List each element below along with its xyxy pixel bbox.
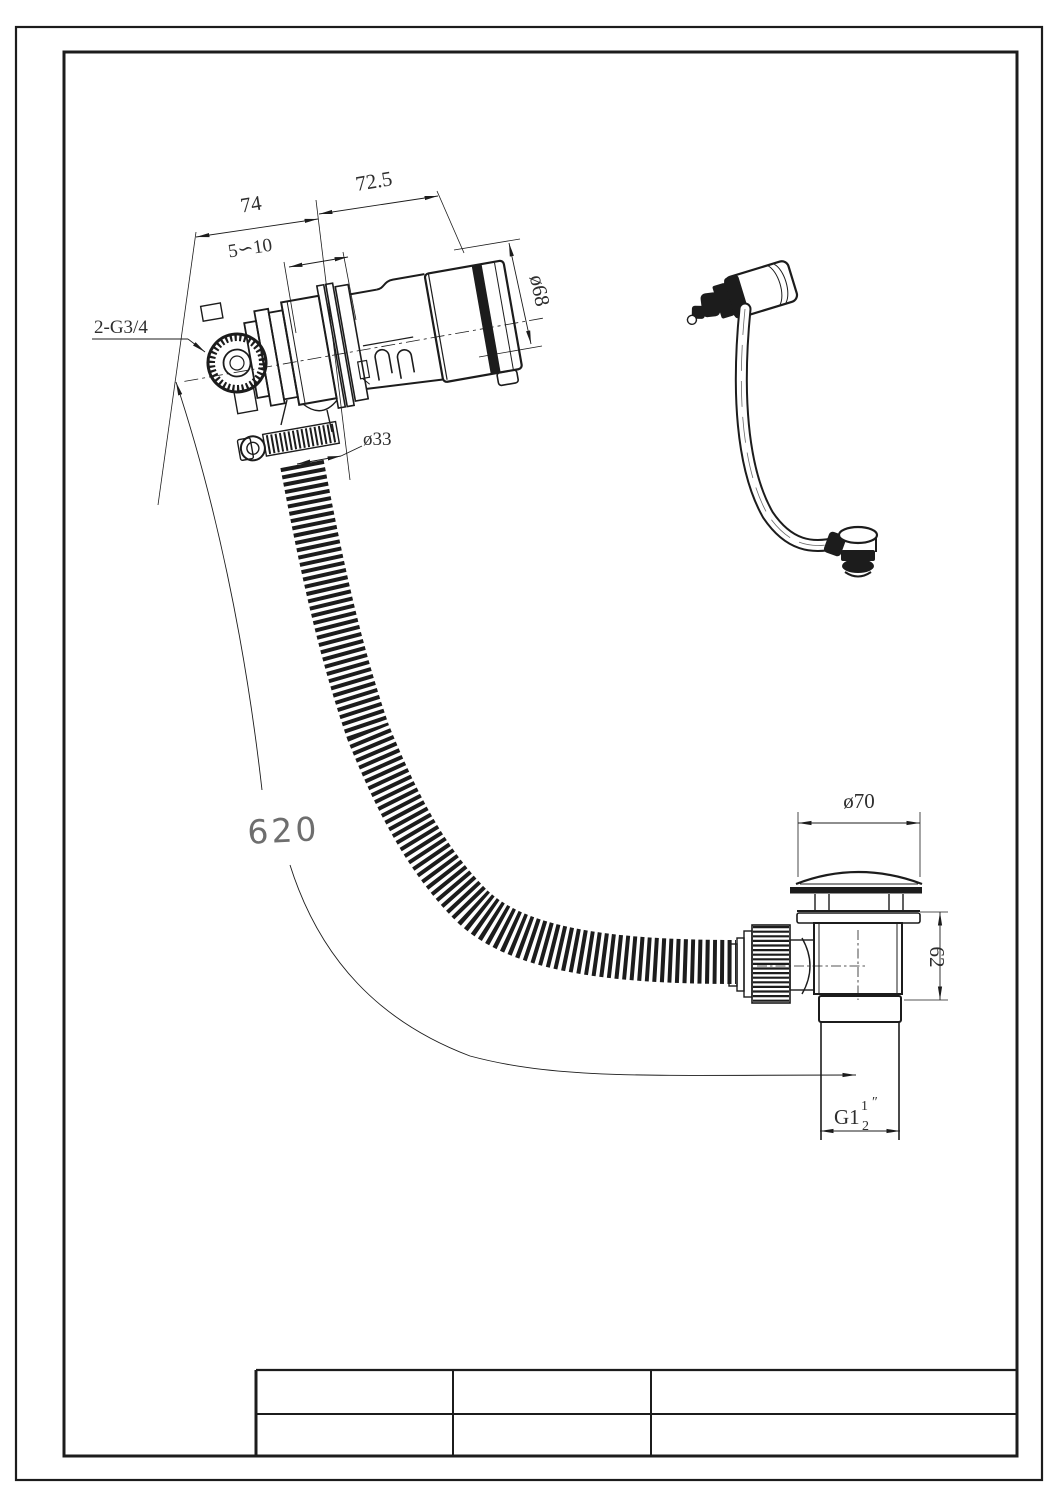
overflow-nut-inner: [222, 348, 252, 378]
iso-tube-inner: [736, 304, 842, 550]
cylinder-tab: [496, 369, 519, 387]
tail-ring: [818, 995, 902, 1023]
dim-gap-text: 5∽10: [227, 235, 274, 263]
inlet-connector: [789, 939, 815, 991]
iso-waste-top: [837, 525, 879, 545]
dim-620-text: 620: [246, 809, 320, 852]
dim-68-text: ø68: [525, 273, 555, 309]
waste-cap-flange: [790, 887, 922, 894]
corrugated-hose: [280, 459, 737, 984]
flange-plate-3: [267, 309, 299, 401]
iso-waste-bottom-rim: [844, 571, 872, 578]
inlet-connector-arc: [801, 937, 811, 995]
inlet-cap-1: [743, 930, 753, 998]
title-block: [254, 1368, 1016, 1456]
cylinder-end-line: [494, 262, 514, 370]
leader-arrow: [187, 338, 206, 353]
iso-tube-highlight: [740, 308, 838, 546]
dim-33-text: ø33: [363, 429, 392, 450]
dimensions: 74 72.5 5∽10 2-G3/4 ø68 ø33 620 ø70: [92, 166, 949, 1134]
ext-68-bottom: [478, 345, 543, 358]
overflow-nut-outer: [206, 332, 268, 394]
clamp-band-hatch: [265, 423, 338, 455]
hose-clamp: [236, 420, 341, 462]
hose-end-collar: [728, 943, 738, 987]
iso-tube-outer: [734, 302, 844, 552]
dim-72-text: 72.5: [354, 166, 394, 196]
label-overflow-thread: 2-G3/4: [94, 317, 148, 338]
hose-transition: [280, 399, 333, 433]
overflow-nut-bore: [229, 355, 245, 371]
outer-border: [14, 25, 1044, 1482]
dim-620-curve-upper: [175, 381, 263, 791]
seal-flange-3: [334, 283, 370, 402]
iso-head-end-curves: [767, 263, 789, 306]
clamp-screw-slot: [246, 441, 260, 456]
inner-border: [62, 50, 1019, 1458]
cylinder-dark-band: [471, 264, 501, 375]
sheet-frame: [14, 25, 1044, 1482]
dim-74-text: 74: [239, 191, 264, 218]
iso-waste-band: [841, 550, 875, 561]
fixing-screw-tip: [362, 378, 371, 385]
dim-thread-prefix: G1: [834, 1105, 860, 1129]
mid-bottom-edge: [366, 378, 444, 390]
dim-gap-line: [288, 256, 349, 268]
iso-waste: [823, 525, 879, 578]
ext-74-right: [315, 199, 351, 481]
body-cylinder: [423, 259, 523, 383]
taper-line-right: [326, 409, 333, 433]
dim-74-line: [195, 218, 319, 238]
mid-step-curve: [376, 273, 425, 291]
cup-inner-line: [286, 301, 306, 404]
inlet-cap-2: [736, 937, 745, 992]
dim-33-leader: [340, 445, 363, 457]
mid-top-edge: [349, 288, 377, 296]
overflow-assembly: [184, 259, 545, 415]
ext-72-right: [436, 190, 465, 254]
isometric-view: [686, 260, 879, 578]
iso-head-nub-cap: [686, 314, 698, 326]
ext-68-top: [453, 238, 521, 251]
fixing-screw: [356, 359, 371, 380]
clamp-screw-head: [239, 435, 266, 462]
dim-620-curve-lower: [289, 864, 857, 1078]
iso-head-neck: [712, 283, 734, 319]
dim-62-text: 62: [925, 947, 949, 968]
dim-thread-numerator: 1: [861, 1099, 868, 1114]
dim-70-text: ø70: [843, 789, 875, 813]
hook-rail: [362, 336, 414, 347]
waste-assembly: [728, 870, 923, 1140]
ext-gap-right: [342, 251, 357, 321]
ext-74-left: [157, 231, 197, 506]
dim-33-line: [296, 455, 342, 465]
iso-head-elbow: [700, 292, 721, 318]
seal-flange-2: [324, 282, 356, 408]
seat-flange: [796, 912, 921, 924]
seal-flange-1: [315, 283, 347, 410]
ext-gap-left: [283, 261, 297, 334]
dim-thread-unit: ″: [872, 1095, 878, 1110]
overflow-step: [233, 387, 259, 415]
overflow-pin: [199, 302, 224, 323]
dim-68-line: [508, 242, 532, 345]
bayonet-hooks: [374, 348, 416, 381]
taper-line-left: [280, 399, 288, 426]
iso-head-nub: [691, 305, 705, 319]
dim-thread-denominator: 2: [862, 1119, 869, 1134]
dim-72-line: [318, 195, 439, 215]
cylinder-joint-line: [427, 273, 448, 380]
cup-bottom-arc: [302, 399, 338, 412]
iso-waste-bottom: [842, 559, 874, 573]
waste-cap-dome: [795, 870, 923, 886]
